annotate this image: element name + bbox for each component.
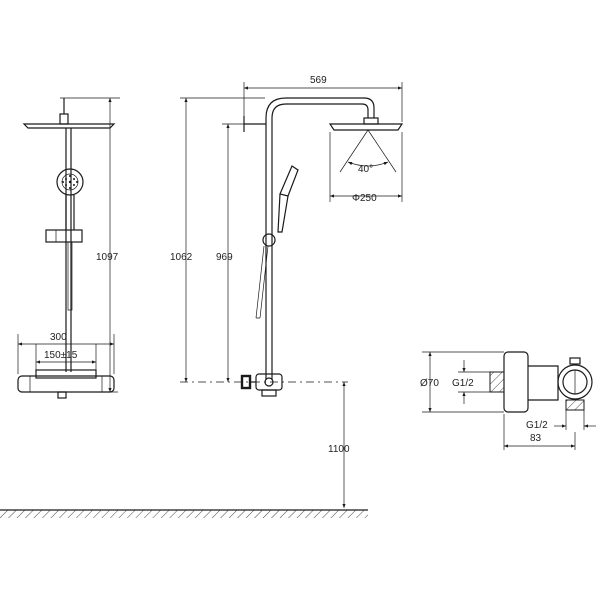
front-slider (45, 229, 83, 243)
dim-label-300: 300 (50, 332, 67, 343)
dim-label-g12-outlet: G1/2 (526, 420, 548, 431)
side-shower-head (328, 123, 404, 131)
dim-label-1100: 1100 (328, 444, 350, 455)
spray-cone-right (367, 129, 397, 173)
side-hose (255, 245, 269, 319)
front-hose (67, 242, 73, 311)
side-top-arm-inner (271, 103, 369, 119)
dim-label-70: Ø70 (420, 378, 439, 389)
valve-cartridge-outer (557, 364, 593, 400)
dim-label-g12-inlet: G1/2 (452, 378, 474, 389)
front-hand-shower-nozzles (62, 175, 78, 189)
dim-label-969: 969 (216, 252, 233, 263)
floor-hatch (0, 510, 368, 518)
dim-label-250: Φ250 (352, 193, 377, 204)
dim-label-1062: 1062 (170, 252, 193, 263)
side-slider (262, 233, 276, 247)
front-shower-head (22, 123, 116, 129)
front-head-connector (59, 113, 69, 125)
front-view: 300 150±15 1097 (17, 97, 120, 399)
valve-outlet-thread (565, 399, 585, 411)
valve-body (503, 351, 529, 413)
dim-label-1097: 1097 (96, 252, 119, 263)
front-mixer-top (35, 369, 97, 379)
side-mixer-outlet (261, 389, 277, 397)
dim-label-angle: 40° (358, 164, 373, 175)
spray-cone-left (339, 129, 369, 173)
side-view: 569 40° Φ250 (170, 75, 404, 508)
front-hand-shower-face (56, 168, 84, 196)
spray-angle-arc (347, 161, 389, 167)
dim-label-150: 150±15 (44, 350, 78, 361)
valve-top-cap (569, 357, 581, 365)
valve-inlet-thread (489, 371, 505, 393)
front-mixer-outlet (57, 391, 67, 399)
valve-detail-view: Ø70 G1/2 G1/2 83 (420, 351, 596, 450)
floor (0, 509, 368, 518)
side-hand-shower-head (279, 165, 299, 197)
side-head-connector (363, 117, 379, 125)
dim-label-83: 83 (530, 433, 542, 444)
valve-neck (528, 365, 559, 401)
side-hand-shower-handle (277, 193, 289, 233)
side-top-arm-outer (265, 97, 375, 119)
dim-label-569: 569 (310, 75, 327, 86)
